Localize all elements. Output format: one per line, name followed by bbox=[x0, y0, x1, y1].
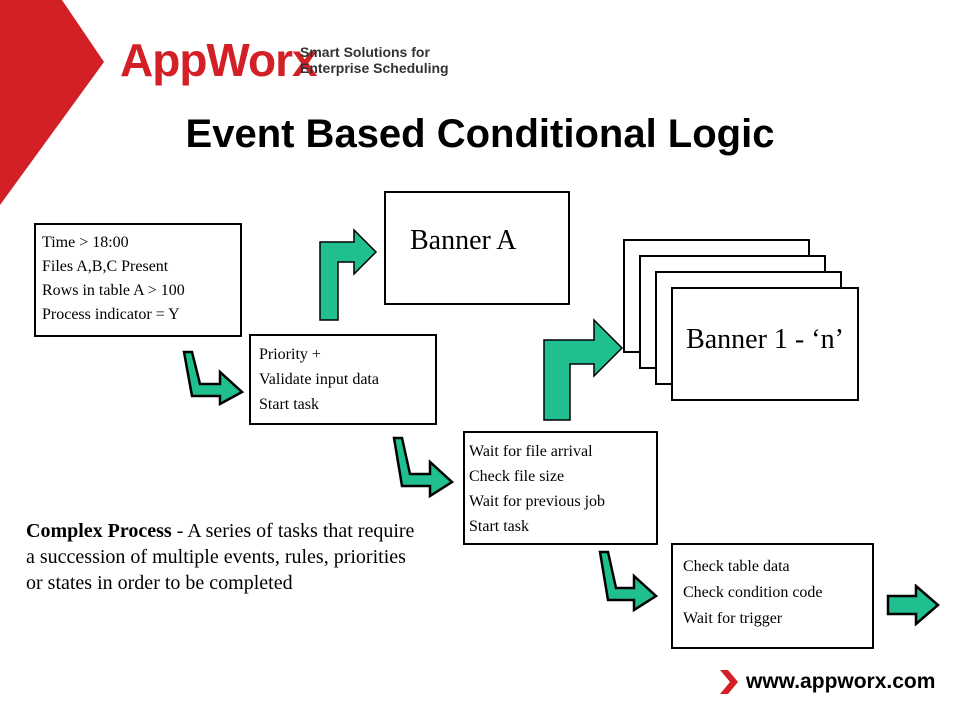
description-text: - A series of tasks that require a succe… bbox=[26, 520, 415, 594]
condition-line: Process indicator = Y bbox=[42, 306, 180, 323]
banner-a-box: Banner A bbox=[384, 191, 570, 305]
up-right-arrow-icon bbox=[319, 228, 378, 321]
priority-line: Start task bbox=[259, 396, 319, 413]
website-url[interactable]: www.appworx.com bbox=[746, 670, 936, 693]
condition-line: Rows in table A > 100 bbox=[42, 282, 185, 299]
down-right-arrow-icon bbox=[598, 550, 658, 613]
complex-process-description: Complex Process - A series of tasks that… bbox=[26, 518, 426, 596]
red-corner-icon bbox=[0, 0, 104, 205]
condition-line: Time > 18:00 bbox=[42, 234, 129, 251]
wait-line: Wait for previous job bbox=[469, 493, 606, 510]
banner-n-box: Banner 1 - ‘n’ bbox=[671, 287, 859, 401]
priority-line: Validate input data bbox=[259, 371, 379, 388]
priority-line: Priority + bbox=[259, 346, 321, 363]
check-box: Check table data Check condition code Wa… bbox=[671, 543, 874, 649]
tagline: Smart Solutions for Enterprise Schedulin… bbox=[300, 44, 449, 76]
wait-line: Wait for file arrival bbox=[469, 443, 593, 460]
logo: AppWorx bbox=[120, 34, 318, 86]
conditions-box: Time > 18:00 Files A,B,C Present Rows in… bbox=[34, 223, 242, 337]
right-arrow-icon bbox=[886, 584, 940, 626]
check-line: Check condition code bbox=[683, 584, 823, 601]
wait-box: Wait for file arrival Check file size Wa… bbox=[463, 431, 658, 545]
wait-line: Start task bbox=[469, 518, 529, 535]
page-title: Event Based Conditional Logic bbox=[185, 112, 775, 156]
check-line: Wait for trigger bbox=[683, 610, 783, 627]
up-right-arrow-icon bbox=[543, 318, 624, 421]
tagline-line-1: Smart Solutions for bbox=[300, 44, 430, 60]
down-right-arrow-icon bbox=[392, 436, 454, 499]
down-right-arrow-icon bbox=[182, 350, 244, 406]
tagline-line-2: Enterprise Scheduling bbox=[300, 60, 449, 76]
priority-box: Priority + Validate input data Start tas… bbox=[249, 334, 437, 425]
condition-line: Files A,B,C Present bbox=[42, 258, 169, 275]
description-term: Complex Process bbox=[26, 520, 172, 542]
banner-a-label: Banner A bbox=[410, 225, 517, 256]
wait-line: Check file size bbox=[469, 468, 565, 485]
banner-n-label: Banner 1 - ‘n’ bbox=[686, 324, 844, 355]
check-line: Check table data bbox=[683, 558, 790, 575]
chevron-right-icon bbox=[720, 670, 738, 694]
